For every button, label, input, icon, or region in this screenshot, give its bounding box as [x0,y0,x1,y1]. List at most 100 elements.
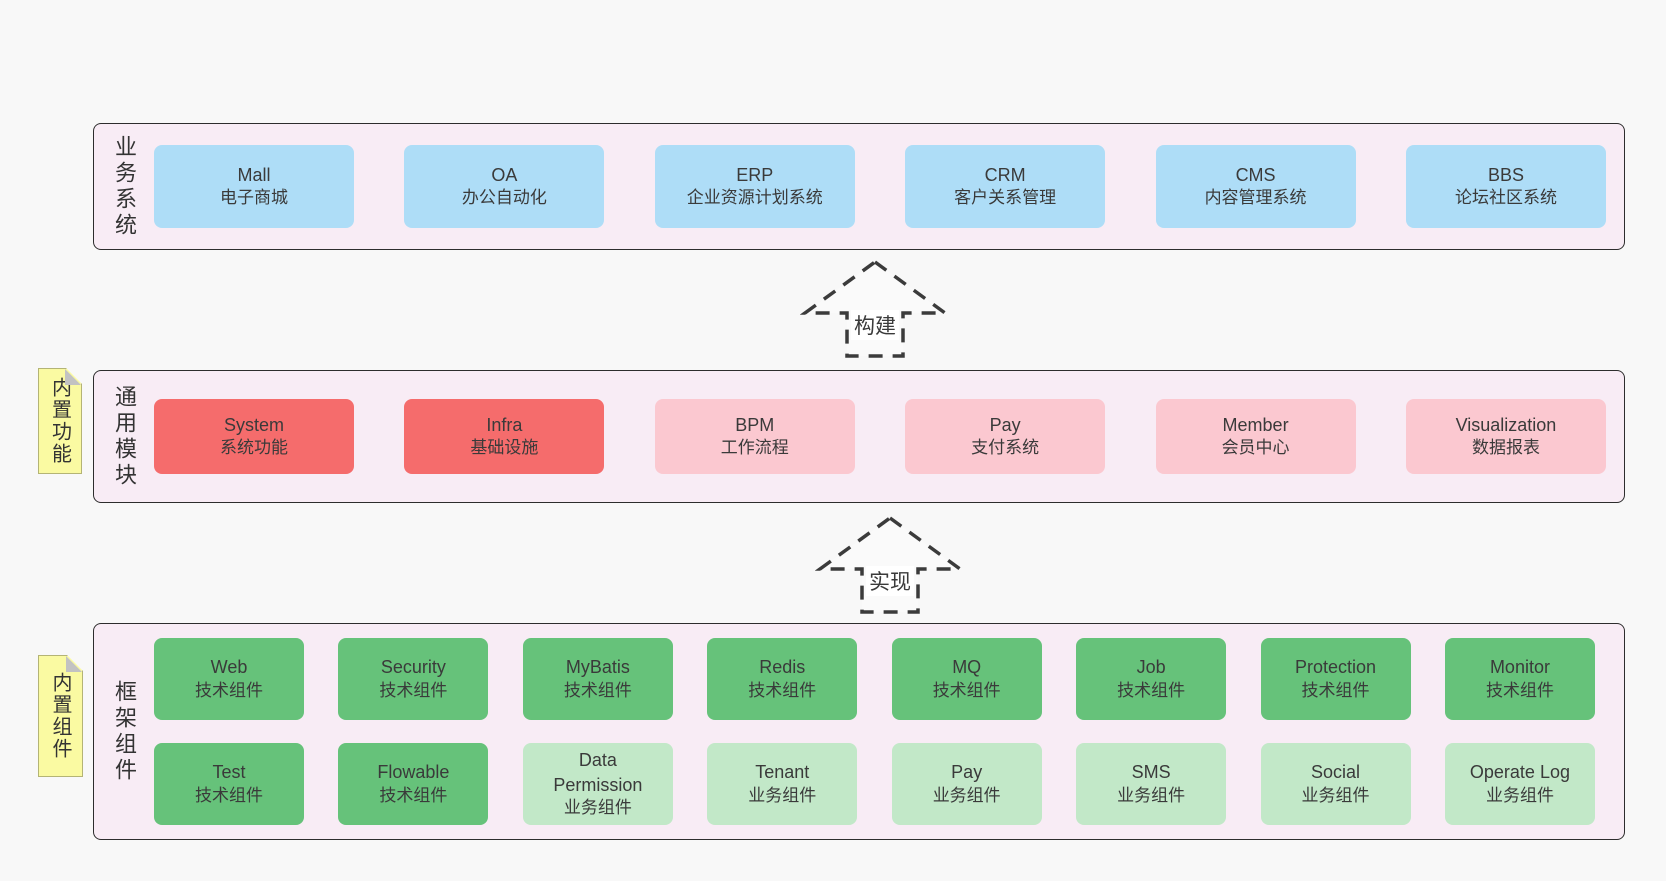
box-desc: 业务组件 [1117,785,1186,805]
sticky-note-built-in-components: 内置组件 [38,655,83,777]
sticky-note-label: 内置功能 [48,377,71,465]
box-name: MyBatis [565,657,630,678]
box-desc: 业务组件 [563,797,632,817]
box-name: ERP [736,164,774,185]
box-desc: 技术组件 [379,680,448,700]
box-name: Web [210,657,248,678]
box-name: SMS [1131,762,1171,783]
box-name: BPM [735,414,775,435]
box-desc: 内容管理系统 [1204,188,1307,208]
arrow-implement-label: 实现 [866,566,914,596]
layer-label-framework-components: 框架组件 [112,679,137,784]
box-system: System 系统功能 [154,399,354,474]
box-desc: 支付系统 [971,438,1040,458]
box-name: Security [380,657,446,678]
sticky-note-built-in-features: 内置功能 [38,368,82,474]
box-desc: 客户关系管理 [954,188,1057,208]
box-name: Mall [237,164,271,185]
box-name: Redis [759,657,806,678]
box-mall: Mall 电子商城 [154,145,354,228]
box-desc: 技术组件 [748,680,817,700]
box-desc: 技术组件 [932,680,1001,700]
sticky-note-label: 内置组件 [49,672,71,760]
box-name: Test [212,762,246,783]
box-name: Flowable [377,762,450,783]
box-desc: 技术组件 [1117,680,1186,700]
box-desc: 数据报表 [1471,438,1540,458]
business-systems-panel: 业务系统 Mall 电子商城 OA 办公自动化 ERP 企业资源计划系统 CRM 客户关系管理… [93,123,1625,250]
box-desc: 业务组件 [932,785,1001,805]
box-desc: 技术组件 [195,680,263,700]
box-name: Pay [989,414,1021,435]
box-name: BBS [1487,164,1524,185]
box-desc: 技术组件 [195,785,263,805]
box-name: Tenant [755,762,810,783]
box-name: Visualization [1455,414,1557,435]
box-desc: 业务组件 [748,785,817,805]
arrow-build-label: 构建 [851,310,899,340]
box-desc: 电子商城 [220,188,288,208]
box-desc: 系统功能 [220,438,288,458]
layer-label-common-modules: 通用模块 [112,384,137,489]
box-name: Job [1136,657,1166,678]
box-erp: ERP 企业资源计划系统 [654,145,855,228]
box-desc: 技术组件 [1485,680,1554,700]
box-crm: CRM 客户关系管理 [905,145,1106,228]
box-name: Operate Log [1469,762,1570,783]
box-desc: 企业资源计划系统 [686,188,823,208]
box-desc: 技术组件 [379,785,448,805]
box-desc: 论坛社区系统 [1454,188,1557,208]
box-name: Monitor [1489,657,1550,678]
box-visualization: Visualization 数据报表 [1405,399,1606,474]
arrow-build: 构建 [800,258,950,360]
box-name: Social [1311,762,1361,783]
box-desc: 会员中心 [1221,438,1290,458]
box-desc: 办公自动化 [461,188,547,208]
box-oa: OA 办公自动化 [404,145,605,228]
layer-label-business-systems: 业务系统 [112,134,137,239]
box-name: Infra [486,414,523,435]
folded-corner-icon [66,656,82,672]
box-name: Data Permission [553,750,643,795]
box-name: OA [491,164,518,185]
box-bbs: BBS 论坛社区系统 [1405,145,1606,228]
arrow-implement: 实现 [815,514,965,616]
box-pay: Pay 支付系统 [905,399,1106,474]
box-name: CRM [984,164,1026,185]
box-name: Protection [1295,657,1377,678]
box-name: MQ [952,657,982,678]
arrow-up-icon [815,515,965,614]
box-desc: 技术组件 [1301,680,1370,700]
box-desc: 业务组件 [1485,785,1554,805]
box-desc: 业务组件 [1301,785,1370,805]
box-name: System [223,414,284,435]
folded-corner-icon [65,369,81,385]
